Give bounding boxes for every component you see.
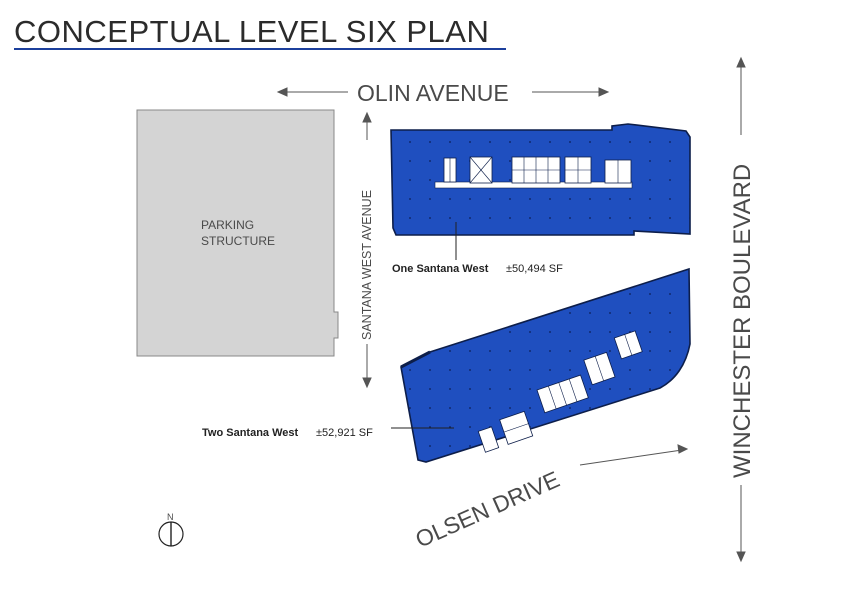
winchester-boulevard-label: WINCHESTER BOULEVARD — [729, 164, 756, 478]
parking-label-line1: PARKING — [201, 218, 254, 232]
page-title: CONCEPTUAL LEVEL SIX PLAN — [14, 14, 490, 49]
one-santana-west-name: One Santana West — [392, 263, 489, 275]
santana-west-avenue-label: SANTANA WEST AVENUE — [360, 190, 374, 340]
two-santana-west-name: Two Santana West — [202, 427, 299, 439]
north-arrow-icon — [158, 521, 184, 547]
parking-structure — [136, 109, 339, 357]
olin-avenue-arrow-icon — [276, 87, 610, 97]
parking-label-line2: STRUCTURE — [201, 234, 275, 248]
two-santana-west-area: ±52,921 SF — [316, 427, 373, 439]
winchester-boulevard-arrow-icon — [736, 56, 746, 563]
olsen-drive-arrow-icon — [579, 444, 689, 466]
santana-west-avenue-arrow-icon — [362, 111, 372, 389]
one-santana-west-building — [390, 123, 691, 260]
two-santana-west-building — [391, 267, 691, 463]
olin-avenue-label: OLIN AVENUE — [357, 80, 509, 106]
title-underline — [14, 48, 506, 50]
one-santana-west-area: ±50,494 SF — [506, 263, 563, 275]
olsen-drive-label: OLSEN DRIVE — [411, 466, 563, 553]
north-arrow-label: N — [167, 512, 174, 522]
